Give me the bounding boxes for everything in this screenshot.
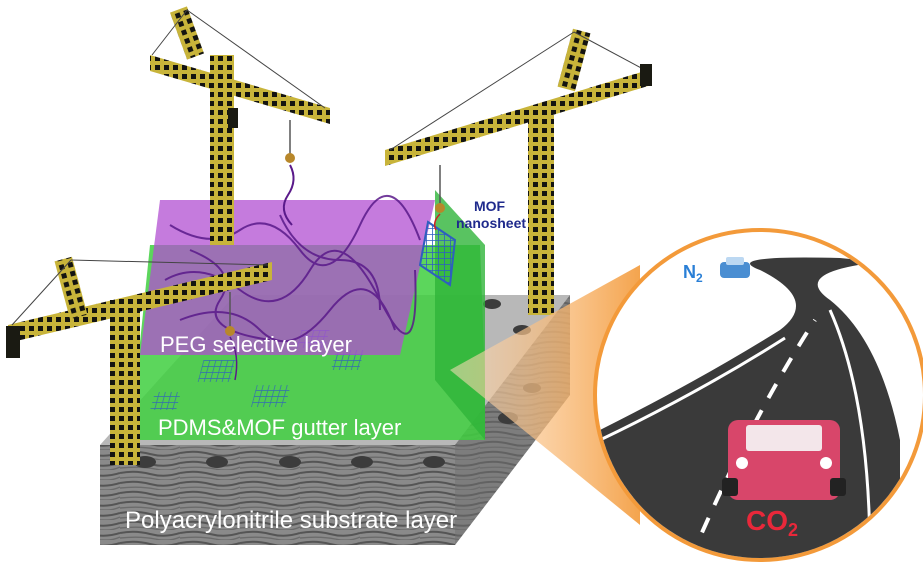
mof-label-line2: nanosheet bbox=[456, 215, 526, 231]
substrate-layer-label: Polyacrylonitrile substrate layer bbox=[125, 507, 457, 534]
road-inset: N2 CO2 bbox=[593, 228, 923, 562]
n2-car bbox=[720, 257, 750, 278]
co2-label: CO2 bbox=[746, 505, 798, 540]
crane-3 bbox=[6, 256, 272, 465]
crane-2 bbox=[385, 28, 652, 315]
co2-car bbox=[722, 420, 846, 500]
mof-nanosheet bbox=[418, 220, 457, 287]
n2-label: N2 bbox=[683, 262, 703, 285]
crane-1 bbox=[150, 6, 330, 245]
peg-layer-label: PEG selective layer bbox=[160, 332, 352, 357]
magnification-callout bbox=[450, 265, 640, 525]
mof-label-line1: MOF bbox=[474, 198, 506, 214]
gutter-layer-label: PDMS&MOF gutter layer bbox=[158, 415, 401, 440]
